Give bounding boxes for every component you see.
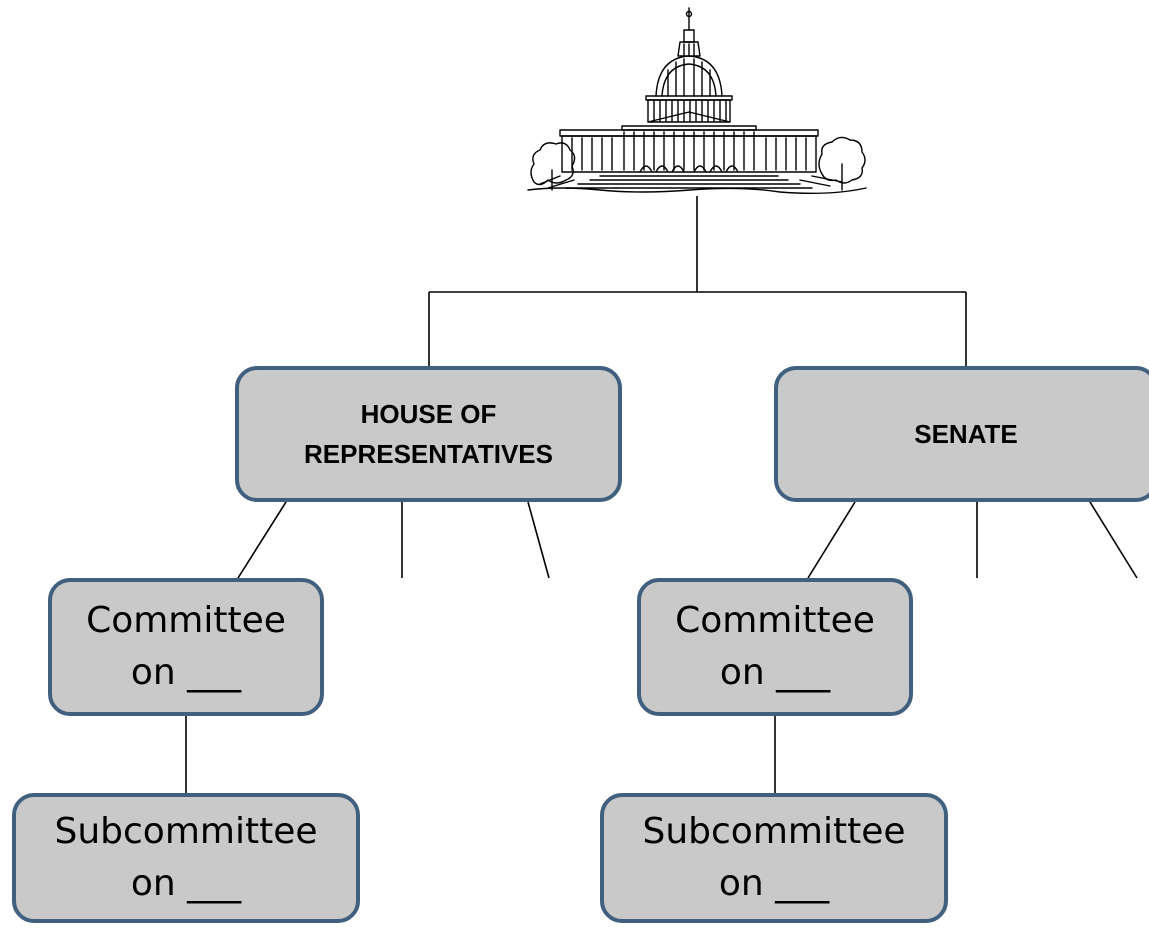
senate-subcommittee-label: Subcommittee on ___ xyxy=(642,810,906,904)
house-subcommittee-box: Subcommittee on ___ xyxy=(12,793,360,923)
house-committee-label: Committee on ___ xyxy=(86,599,286,693)
house-committee-box: Committee on ___ xyxy=(48,578,324,716)
senate-committee-box: Committee on ___ xyxy=(637,578,913,716)
house-subcommittee-label: Subcommittee on ___ xyxy=(54,810,318,904)
capitol-building-icon xyxy=(527,7,867,195)
senate-committee-label: Committee on ___ xyxy=(675,599,875,693)
senate-box: SENATE xyxy=(774,366,1149,502)
senate-subcommittee-box: Subcommittee on ___ xyxy=(600,793,948,923)
house-of-representatives-label: HOUSE OF REPRESENTATIVES xyxy=(304,398,553,469)
house-of-representatives-box: HOUSE OF REPRESENTATIVES xyxy=(235,366,622,502)
senate-label: SENATE xyxy=(914,418,1018,449)
